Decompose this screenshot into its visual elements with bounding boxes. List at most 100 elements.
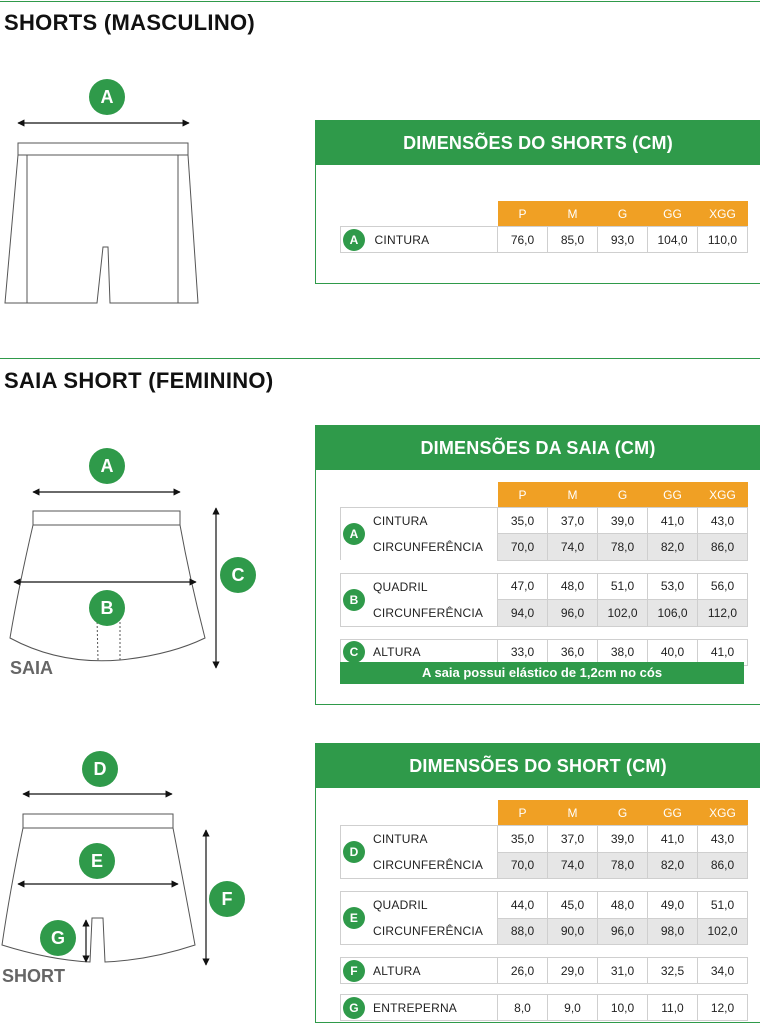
size-xgg: XGG xyxy=(697,800,748,826)
skirt-panel-title: DIMENSÕES DA SAIA (CM) xyxy=(316,426,760,470)
size-m: M xyxy=(547,800,598,826)
row-badge: F xyxy=(343,959,365,982)
short-waist-badge: D xyxy=(82,751,118,787)
row-badge: B xyxy=(343,588,365,611)
value-cell: 37,0 xyxy=(547,825,598,853)
value-cell: 56,0 xyxy=(697,572,748,600)
row-label: ALTURA xyxy=(373,963,421,978)
value-cell: 86,0 xyxy=(697,533,748,561)
men-size-table: P M G GG XGG A CINTURA 76,0 85,0 93,0 10… xyxy=(340,201,748,253)
table-row: B QUADRIL CIRCUNFERÊNCIA 47,0 48,0 51,0 53… xyxy=(340,572,748,627)
value-cell: 93,0 xyxy=(597,226,648,253)
value-cell: 43,0 xyxy=(697,825,748,853)
skirt-hip-badge: B xyxy=(89,590,125,626)
skirt-height-badge: C xyxy=(220,557,256,593)
value-cell: 94,0 xyxy=(497,599,548,627)
value-cell: 32,5 xyxy=(647,957,698,984)
value-cell: 31,0 xyxy=(597,957,648,984)
skirt-size-panel: DIMENSÕES DA SAIA (CM) P M G GG XGG A CIN… xyxy=(315,425,760,705)
value-cell: 26,0 xyxy=(497,957,548,984)
row-badge: C xyxy=(343,641,365,663)
value-cell: 104,0 xyxy=(647,226,698,253)
skirt-elastic-note: A saia possui elástico de 1,2cm no cós xyxy=(340,662,744,684)
size-m: M xyxy=(547,482,598,508)
value-cell: 51,0 xyxy=(597,572,648,600)
row-badge: A xyxy=(343,523,365,545)
women-section-title: SAIA SHORT (FEMININO) xyxy=(4,368,274,393)
value-cell: 53,0 xyxy=(647,572,698,600)
table-row: 70,0 74,0 78,0 82,0 86,0 xyxy=(341,851,748,879)
top-rule xyxy=(0,1,760,2)
row-badge: D xyxy=(343,841,365,863)
value-cell: 37,0 xyxy=(547,506,598,535)
value-cell: 11,0 xyxy=(647,994,698,1021)
value-cell: 78,0 xyxy=(597,851,648,879)
row-label: QUADRIL xyxy=(373,579,428,594)
row-label: CIRCUNFERÊNCIA xyxy=(373,924,484,938)
middle-rule xyxy=(0,358,760,359)
size-gg: GG xyxy=(647,800,698,826)
value-cell: 85,0 xyxy=(547,226,598,253)
value-cell: 12,0 xyxy=(697,994,748,1021)
value-cell: 98,0 xyxy=(647,917,698,945)
value-cell: 102,0 xyxy=(697,917,748,945)
value-cell: 48,0 xyxy=(547,572,598,600)
row-label: CIRCUNFERÊNCIA xyxy=(373,605,484,620)
value-cell: 96,0 xyxy=(547,599,598,627)
row-label: QUADRIL xyxy=(373,898,428,912)
size-gg: GG xyxy=(647,482,698,508)
value-cell: 106,0 xyxy=(647,599,698,627)
row-label: CIRCUNFERÊNCIA xyxy=(373,858,484,872)
value-cell: 112,0 xyxy=(697,599,748,627)
row-label: CINTURA xyxy=(374,232,430,247)
size-header-row: P M G GG XGG xyxy=(341,482,748,508)
value-cell: 70,0 xyxy=(497,851,548,879)
skirt-waist-badge: A xyxy=(89,448,125,484)
skirt-drawing xyxy=(9,510,206,662)
short-label: SHORT xyxy=(2,966,65,986)
men-shorts-drawing xyxy=(4,142,199,304)
row-badge: E xyxy=(343,907,365,929)
value-cell: 41,0 xyxy=(647,825,698,853)
row-label: CINTURA xyxy=(373,514,428,528)
value-cell: 41,0 xyxy=(647,506,698,535)
value-cell: 96,0 xyxy=(597,917,648,945)
value-cell: 47,0 xyxy=(497,572,548,600)
value-cell: 90,0 xyxy=(547,917,598,945)
short-drawing xyxy=(1,813,196,963)
value-cell: 8,0 xyxy=(497,994,548,1021)
value-cell: 74,0 xyxy=(547,851,598,879)
value-cell: 110,0 xyxy=(697,226,748,253)
value-cell: 86,0 xyxy=(697,851,748,879)
value-cell: 39,0 xyxy=(597,506,648,535)
value-cell: 49,0 xyxy=(647,891,698,919)
value-cell: 88,0 xyxy=(497,917,548,945)
size-xgg: XGG xyxy=(697,201,748,227)
row-label: CIRCUNFERÊNCIA xyxy=(373,540,484,554)
table-row: 94,0 96,0 102,0 106,0 112,0 xyxy=(341,599,748,627)
men-waist-badge: A xyxy=(89,79,125,115)
value-cell: 78,0 xyxy=(597,533,648,561)
size-p: P xyxy=(497,800,548,826)
size-header-row: P M G GG XGG xyxy=(341,201,748,227)
value-cell: 41,0 xyxy=(697,638,748,666)
value-cell: 51,0 xyxy=(697,891,748,919)
value-cell: 76,0 xyxy=(497,226,548,253)
value-cell: 40,0 xyxy=(647,638,698,666)
table-row: 70,0 74,0 78,0 82,0 86,0 xyxy=(341,533,748,561)
size-g: G xyxy=(597,482,648,508)
value-cell: 43,0 xyxy=(697,506,748,535)
value-cell: 36,0 xyxy=(547,638,598,666)
row-badge: G xyxy=(343,996,365,1019)
value-cell: 82,0 xyxy=(647,533,698,561)
row-label: ALTURA xyxy=(373,645,421,659)
value-cell: 102,0 xyxy=(597,599,648,627)
skirt-label: SAIA xyxy=(10,658,54,678)
short-size-panel: DIMENSÕES DO SHORT (CM) P M G GG XGG DCI… xyxy=(315,743,760,1023)
